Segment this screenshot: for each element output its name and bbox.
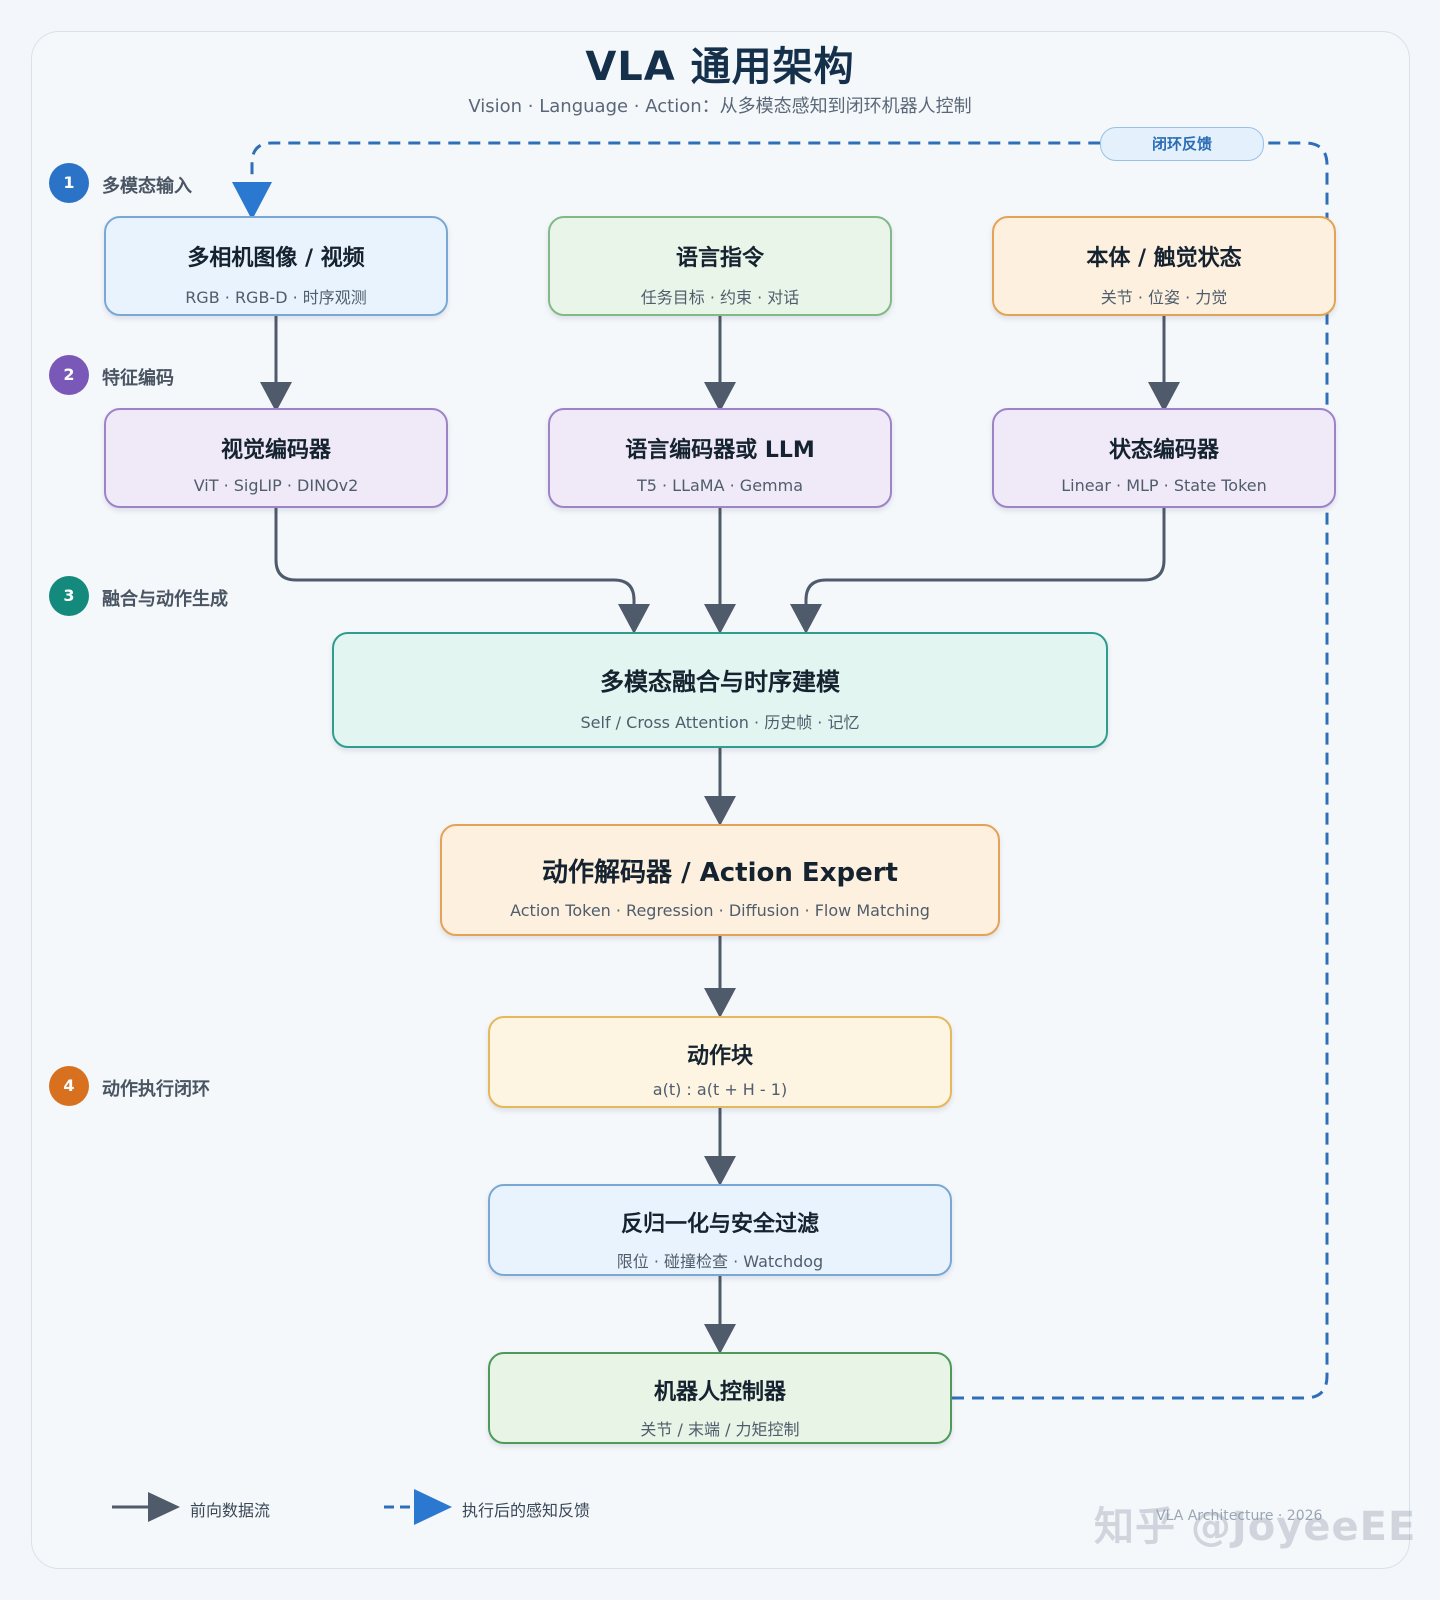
step-label-1: 多模态输入 (102, 176, 192, 197)
arrowhead-vision-enc-to-fusion (618, 604, 650, 634)
legend-feedback-head (414, 1489, 452, 1525)
arrowhead-proprio-to-state-enc (1148, 382, 1180, 412)
node-title: 多相机图像 / 视频 (187, 246, 365, 271)
arrowhead-safety-to-controller (704, 1324, 736, 1354)
node-subtitle: 关节 / 末端 / 力矩控制 (640, 1420, 800, 1439)
node-title: 动作解码器 / Action Expert (542, 858, 898, 888)
node-language-input: 语言指令 任务目标 · 约束 · 对话 (548, 216, 892, 316)
step-badge-1: 1 (49, 163, 89, 203)
node-robot-controller: 机器人控制器 关节 / 末端 / 力矩控制 (488, 1352, 952, 1444)
node-camera-input: 多相机图像 / 视频 RGB · RGB-D · 时序观测 (104, 216, 448, 316)
node-subtitle: Action Token · Regression · Diffusion · … (510, 901, 930, 920)
step-badge-4: 4 (49, 1066, 89, 1106)
arrow-vision-enc-to-fusion (274, 508, 636, 606)
node-title: 视觉编码器 (220, 438, 331, 463)
legend-graphics (112, 1489, 452, 1525)
page-title: VLA 通用架构 (585, 44, 855, 90)
node-subtitle: ViT · SigLIP · DINOv2 (193, 476, 359, 495)
step-label-4: 动作执行闭环 (102, 1079, 210, 1100)
node-safety-filter: 反归一化与安全过滤 限位 · 碰撞检查 · Watchdog (488, 1184, 952, 1276)
node-state-encoder: 状态编码器 Linear · MLP · State Token (992, 408, 1336, 508)
node-subtitle: 关节 · 位姿 · 力觉 (1100, 288, 1228, 307)
arrowhead-camera-to-vision-enc (260, 382, 292, 412)
arrow-state-enc-to-fusion (804, 508, 1166, 606)
node-subtitle: 任务目标 · 约束 · 对话 (640, 288, 800, 307)
node-subtitle: Linear · MLP · State Token (1061, 476, 1267, 495)
node-action-decoder: 动作解码器 / Action Expert Action Token · Reg… (440, 824, 1000, 936)
arrowhead-fusion-to-decoder (704, 796, 736, 826)
arrowhead-decoder-to-chunk (704, 988, 736, 1018)
node-subtitle: 限位 · 碰撞检查 · Watchdog (616, 1252, 824, 1271)
arrowhead-language-to-lang-enc (704, 382, 736, 412)
node-title: 多模态融合与时序建模 (600, 668, 840, 696)
arrowhead-lang-enc-to-fusion (704, 604, 736, 634)
step-badge-3: 3 (49, 576, 89, 616)
node-subtitle: RGB · RGB-D · 时序观测 (185, 288, 367, 307)
node-title: 本体 / 触觉状态 (1086, 246, 1242, 271)
node-title: 动作块 (686, 1044, 753, 1069)
page-subtitle: Vision · Language · Action：从多模态感知到闭环机器人控… (468, 96, 972, 117)
node-language-encoder: 语言编码器或 LLM T5 · LLaMA · Gemma (548, 408, 892, 508)
feedback-loop (232, 141, 1329, 1400)
node-title: 语言编码器或 LLM (625, 438, 815, 463)
step-label-2: 特征编码 (102, 368, 174, 389)
legend-forward-head (148, 1492, 180, 1522)
node-title: 反归一化与安全过滤 (620, 1212, 819, 1237)
footer-note: VLA Architecture · 2026 (1156, 1508, 1323, 1524)
node-title: 机器人控制器 (653, 1380, 786, 1405)
node-vision-encoder: 视觉编码器 ViT · SigLIP · DINOv2 (104, 408, 448, 508)
watermark: 知乎 @JoyeeEE (1094, 1504, 1417, 1550)
node-title: 语言指令 (675, 246, 764, 271)
legend-forward-label: 前向数据流 (190, 1501, 271, 1520)
arrowhead-state-enc-to-fusion (790, 604, 822, 634)
feedback-arrowhead (232, 182, 272, 220)
node-action-chunk: 动作块 a(t) : a(t + H - 1) (488, 1016, 952, 1108)
legend-feedback-label: 执行后的感知反馈 (462, 1501, 591, 1520)
feedback-label: 闭环反馈 (1100, 127, 1264, 161)
forward-arrows (260, 316, 1180, 1354)
feedback-path (250, 141, 1329, 1400)
step-label-3: 融合与动作生成 (102, 589, 228, 610)
node-proprio-input: 本体 / 触觉状态 关节 · 位姿 · 力觉 (992, 216, 1336, 316)
node-title: 状态编码器 (1108, 438, 1219, 463)
node-subtitle: Self / Cross Attention · 历史帧 · 记忆 (580, 713, 860, 732)
node-subtitle: T5 · LLaMA · Gemma (636, 476, 804, 495)
node-subtitle: a(t) : a(t + H - 1) (652, 1080, 788, 1099)
node-fusion: 多模态融合与时序建模 Self / Cross Attention · 历史帧 … (332, 632, 1108, 748)
arrowhead-chunk-to-safety (704, 1156, 736, 1186)
step-badge-2: 2 (49, 355, 89, 395)
